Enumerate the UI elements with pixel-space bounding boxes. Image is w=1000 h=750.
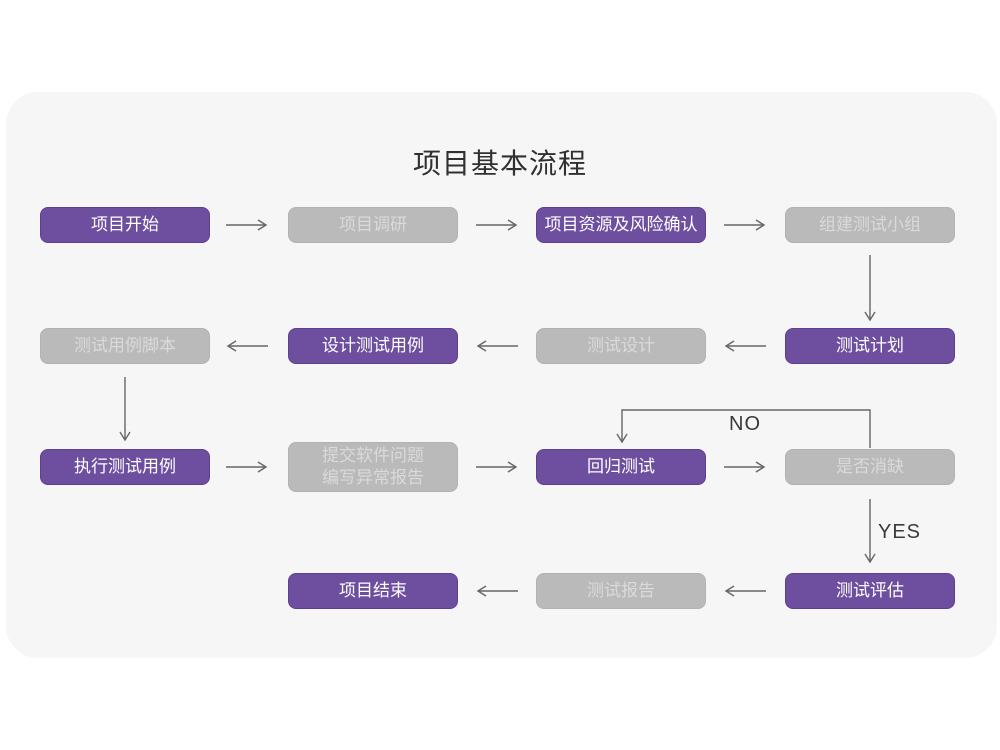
node-label: 测试设计 [587, 336, 655, 355]
node-label: 项目开始 [91, 215, 159, 234]
node-defect-resolved: 是否消缺 [785, 449, 955, 485]
node-label: 测试计划 [836, 336, 904, 355]
node-project-survey: 项目调研 [288, 207, 458, 243]
node-label: 测试报告 [587, 581, 655, 600]
node-design-test-cases: 设计测试用例 [288, 328, 458, 364]
node-regression-test: 回归测试 [536, 449, 706, 485]
node-label: 测试评估 [836, 581, 904, 600]
node-label: 项目结束 [339, 581, 407, 600]
node-label-line1: 提交软件问题 [322, 446, 424, 465]
page-title: 项目基本流程 [412, 148, 587, 179]
node-label: 是否消缺 [836, 457, 904, 476]
node-test-plan: 测试计划 [785, 328, 955, 364]
node-project-end: 项目结束 [288, 573, 458, 609]
node-label: 测试用例脚本 [74, 336, 176, 355]
node-label-line2: 编写异常报告 [322, 468, 424, 487]
node-test-report: 测试报告 [536, 573, 706, 609]
node-test-case-scripts: 测试用例脚本 [40, 328, 210, 364]
node-resource-risk-confirm: 项目资源及风险确认 [536, 207, 706, 243]
node-submit-issues: 提交软件问题 编写异常报告 [288, 442, 458, 492]
node-test-evaluation: 测试评估 [785, 573, 955, 609]
node-label: 项目调研 [339, 215, 407, 234]
flowchart-card [6, 92, 997, 658]
node-build-test-team: 组建测试小组 [785, 207, 955, 243]
node-label: 设计测试用例 [322, 336, 424, 355]
node-project-start: 项目开始 [40, 207, 210, 243]
node-label: 项目资源及风险确认 [544, 215, 698, 234]
node-label: 执行测试用例 [74, 457, 176, 476]
node-test-design: 测试设计 [536, 328, 706, 364]
node-execute-test-cases: 执行测试用例 [40, 449, 210, 485]
node-label: 组建测试小组 [819, 215, 921, 234]
node-label: 回归测试 [587, 457, 655, 476]
edge-label-yes: YES [878, 521, 922, 543]
edge-label-no: NO [729, 413, 761, 435]
